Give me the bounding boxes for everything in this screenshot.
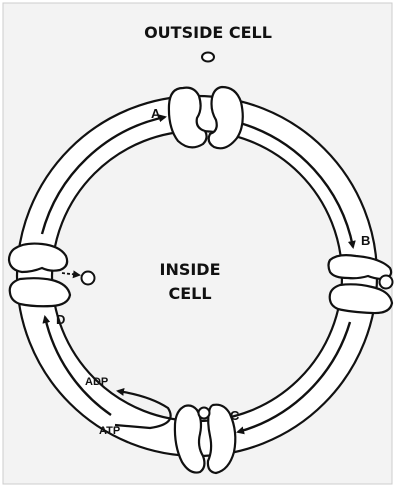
outside-cell-label: OUTSIDE CELL xyxy=(144,23,272,42)
solute-molecule-released xyxy=(82,272,95,285)
solute-molecule-bound-c xyxy=(199,408,210,419)
position-label-a: A xyxy=(151,106,161,121)
solute-molecule-outside xyxy=(202,53,214,62)
position-label-b: B xyxy=(361,233,370,248)
solute-molecule-bound-b xyxy=(380,276,393,289)
position-label-d: D xyxy=(56,312,65,327)
atp-label: ATP xyxy=(99,425,120,437)
adp-label: ADP xyxy=(85,376,108,388)
position-label-c: C xyxy=(230,408,240,423)
inside-cell-label-line1: INSIDE xyxy=(159,260,220,279)
inside-cell-label-line2: CELL xyxy=(168,284,211,303)
